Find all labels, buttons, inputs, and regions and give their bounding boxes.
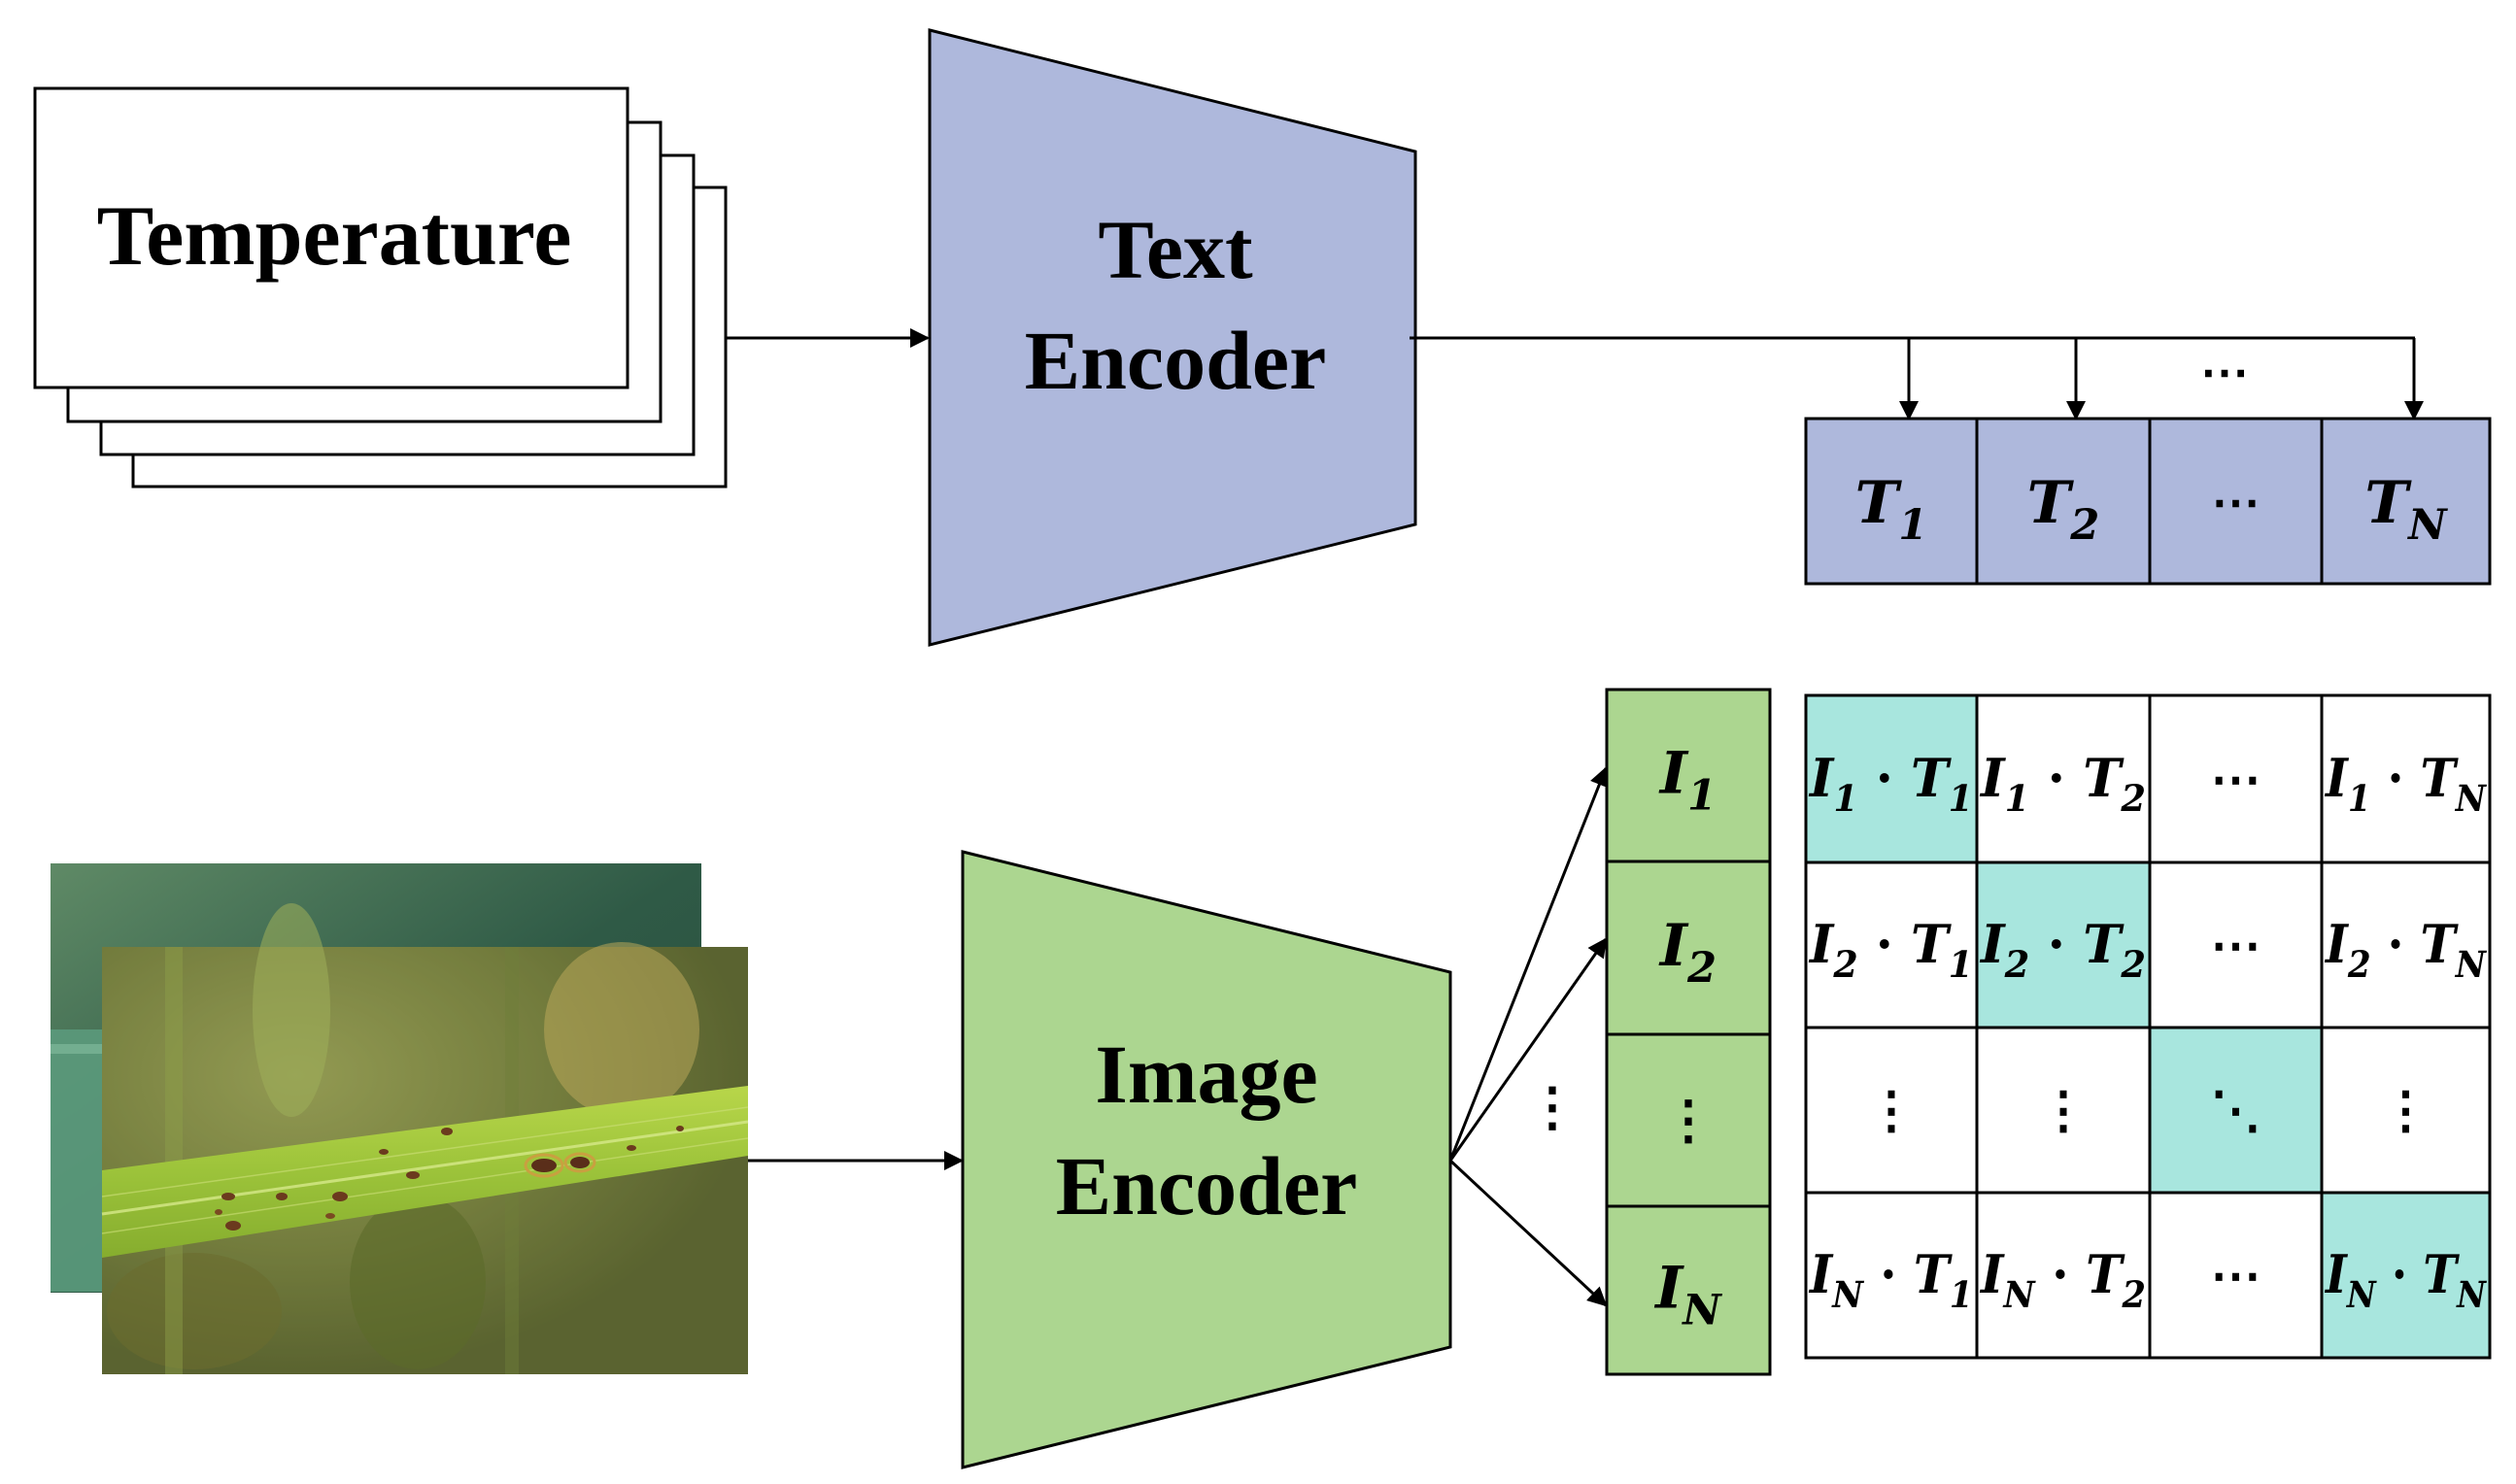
image-embedding-label-base: I (1658, 912, 1689, 980)
similarity-cell (2148, 693, 2324, 864)
similarity-image-index: 1 (2348, 777, 2371, 820)
similarity-cell-diagonal (2148, 1026, 2324, 1195)
image-embedding-label-subscript: 1 (1687, 770, 1717, 820)
image-embedding-cell (1605, 688, 1772, 863)
text-embedding-label: T2 (2027, 469, 2100, 550)
similarity-image-index: N (2003, 1273, 2036, 1316)
similarity-cell-ellipsis: ⋱ (2211, 1081, 2261, 1140)
image-embedding-cell (1605, 860, 1772, 1036)
similarity-cell-diagonal (2320, 1191, 2492, 1360)
similarity-cell-ellipsis: ⋯ (2211, 1246, 2261, 1305)
text-embedding-label-base: T (2364, 469, 2412, 537)
similarity-cell-label: I1 · TN (2324, 747, 2487, 820)
similarity-cell-ellipsis: ⋮ (1866, 1081, 1917, 1140)
text-embedding-cell (2148, 417, 2324, 586)
text-embedding-ellipsis: ⋯ (2212, 473, 2261, 530)
fan-arrow-in (1448, 1159, 1608, 1307)
image-embedding-label-subscript: 2 (1686, 943, 1717, 993)
image-embedding-label: IN (1653, 1255, 1722, 1335)
similarity-cell-label: I1 · T1 (1808, 747, 1973, 820)
similarity-text-index: 1 (1949, 777, 1973, 820)
text-embedding-label-subscript: N (2406, 500, 2448, 550)
image-encoder-trapezoid (961, 850, 1452, 1469)
fan-arrow-i1 (1448, 766, 1609, 1162)
similarity-image-index: 2 (1832, 943, 1857, 986)
connector-ellipsis: ⋯ (2200, 343, 2249, 400)
similarity-cell-label: I2 · T1 (1808, 913, 1973, 986)
similarity-cell-label: I2 · TN (2324, 913, 2487, 986)
similarity-cell-label: IN · T1 (1808, 1243, 1973, 1316)
text-embedding-label-subscript: 2 (2069, 500, 2099, 550)
image-embedding-label: I1 (1658, 740, 1717, 821)
similarity-cell (1804, 1026, 1979, 1195)
text-embedding-label: TN (2364, 469, 2448, 550)
similarity-cell-ellipsis: ⋮ (2381, 1081, 2431, 1140)
similarity-text-index: 2 (2120, 777, 2146, 820)
text-embedding-label-base: T (2027, 469, 2075, 537)
text-encoder-label-line2: Encoder (1025, 314, 1327, 407)
image-embedding-label: I2 (1658, 912, 1717, 993)
leaf-photo-stack (51, 863, 749, 1374)
image-embedding-label-base: I (1653, 1255, 1684, 1323)
text-embedding-cell (1804, 417, 1979, 586)
similarity-image-index: 2 (2004, 943, 2030, 986)
text-encoder: Text Encoder (928, 28, 1417, 647)
text-embedding-label-subscript: 1 (1898, 500, 1927, 550)
similarity-cell-diagonal (1975, 860, 2152, 1029)
similarity-cell (2320, 693, 2492, 864)
similarity-text-index: N (2455, 777, 2487, 820)
similarity-text-index: 1 (1949, 943, 1973, 986)
similarity-image-index: N (2346, 1273, 2377, 1316)
leaf-spots (215, 1126, 684, 1231)
similarity-text-index: 2 (2122, 1273, 2146, 1316)
similarity-cell (1804, 1191, 1979, 1360)
similarity-image-index: N (1831, 1273, 1864, 1316)
image-embedding-label-base: I (1658, 740, 1689, 808)
similarity-cell-ellipsis: ⋮ (2038, 1081, 2089, 1140)
similarity-text-index: N (2455, 943, 2487, 986)
prompt-card-front (33, 86, 629, 389)
similarity-cell-label: I2 · T2 (1979, 913, 2146, 986)
image-encoder: Image Encoder (961, 850, 1452, 1469)
similarity-cell-diagonal (1804, 693, 1979, 864)
image-encoder-label-line1: Image (1095, 1028, 1317, 1121)
similarity-cell (2148, 860, 2324, 1029)
similarity-text-index: 2 (2120, 943, 2146, 986)
prompt-card-label: Temperature (97, 189, 572, 284)
text-embedding-connector: ⋯ (1410, 336, 2424, 421)
text-encoder-trapezoid (928, 28, 1417, 647)
similarity-cell-ellipsis: ⋯ (2211, 750, 2261, 809)
image-embedding-cell (1605, 1204, 1772, 1376)
similarity-cell-label: I1 · T2 (1979, 747, 2146, 820)
similarity-image-index: 1 (2005, 777, 2030, 820)
image-embedding-connector: ⋮ (1448, 766, 1609, 1307)
image-embedding-label-subscript: N (1681, 1285, 1722, 1334)
similarity-cell (2320, 860, 2492, 1029)
similarity-image-index: 2 (2347, 943, 2371, 986)
text-embedding-cell (2320, 417, 2492, 586)
leaf-photo-front (101, 903, 749, 1374)
text-embedding-label: T1 (1855, 469, 1928, 550)
image-encoder-label-line2: Encoder (1056, 1139, 1358, 1232)
similarity-image-index: 1 (1833, 777, 1857, 820)
similarity-cell (2148, 1191, 2324, 1360)
image-embedding-ellipsis: ⋮ (1662, 1089, 1715, 1151)
similarity-cell-ellipsis: ⋯ (2211, 916, 2261, 975)
similarity-text-index: N (2456, 1273, 2487, 1316)
similarity-cell (1975, 693, 2152, 864)
text-encoder-label-line1: Text (1098, 203, 1253, 296)
similarity-cell-label: IN · T2 (1979, 1243, 2146, 1316)
similarity-text-index: 1 (1950, 1273, 1973, 1316)
similarity-cell-label: IN · TN (2324, 1243, 2487, 1316)
prompt-card-stack: Temperature (33, 86, 728, 489)
text-embedding-label-base: T (1855, 469, 1903, 537)
fan-vertical-ellipsis: ⋮ (1526, 1075, 1579, 1137)
image-embedding-cell (1605, 1032, 1772, 1208)
fan-arrow-i2 (1448, 937, 1608, 1162)
similarity-cell (2320, 1026, 2492, 1195)
